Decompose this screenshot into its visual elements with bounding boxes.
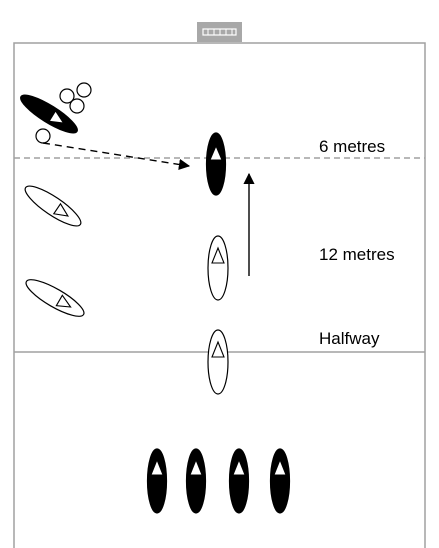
canoe-player-icon: [185, 448, 207, 514]
pass-arrow: [42, 142, 191, 170]
ball-icon: [59, 88, 75, 104]
canoe-player-icon: [207, 329, 229, 395]
pitch-boundary: [13, 42, 426, 548]
balls-group: [35, 82, 92, 144]
ball-icon: [69, 98, 85, 114]
canoe-player-icon: [25, 279, 85, 317]
halfway-label: Halfway: [319, 329, 380, 348]
goal-net-icon: [197, 22, 242, 42]
canoe-player-icon: [146, 448, 168, 514]
ball-icon: [35, 128, 51, 144]
defender-row: [146, 448, 291, 514]
six-metres-label: 6 metres: [319, 137, 385, 156]
canoe-player-icon: [205, 132, 227, 196]
canoe-player-icon: [20, 94, 78, 134]
canoe-player-icon: [207, 235, 229, 301]
twelve-metres-label: 12 metres: [319, 245, 395, 264]
canoe-player-icon: [269, 448, 291, 514]
canoe-player-icon: [24, 185, 82, 227]
canoe-player-icon: [228, 448, 250, 514]
ball-icon: [76, 82, 92, 98]
